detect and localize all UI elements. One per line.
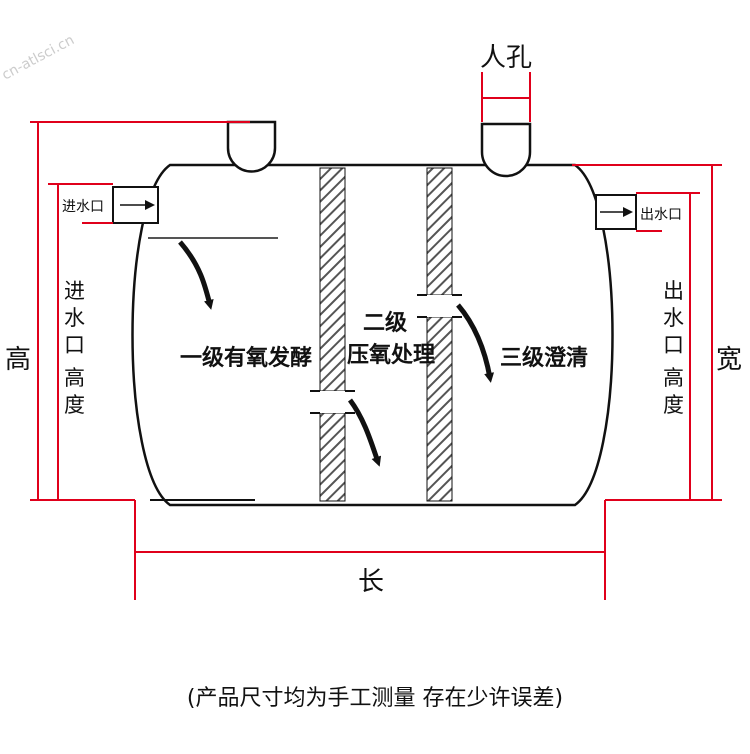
svg-text:进: 进 [64,279,85,303]
svg-text:水: 水 [64,306,85,330]
svg-text:度: 度 [64,393,85,417]
svg-text:口: 口 [64,333,85,357]
partition-wall-1 [310,167,355,502]
stage2-label-line2: 压氧处理 [347,342,435,368]
flow-arrow-2 [347,398,382,467]
length-label: 长 [358,567,384,597]
height-label: 高 [5,345,31,375]
outlet-height-label: 出 水 口 高 度 [663,279,684,417]
tank-outline [131,163,614,507]
dimension-lines [30,72,722,600]
svg-text:水: 水 [663,306,684,330]
partition-wall-2 [417,167,462,502]
svg-text:出: 出 [663,279,684,303]
stage1-label: 一级有氧发酵 [180,345,312,371]
outlet-label: 出水口 [640,207,682,223]
watermark: cn-atlsci.cn [0,32,77,83]
flow-arrow-1 [178,240,214,310]
manhole-left [226,120,277,173]
manhole-label: 人孔 [480,43,532,73]
width-label: 宽 [716,345,742,375]
inlet-label: 进水口 [62,199,104,215]
stage2-label-line1: 二级 [363,310,407,336]
stage3-label: 三级澄清 [500,345,588,371]
svg-text:高: 高 [663,366,684,390]
svg-text:度: 度 [663,393,684,417]
flow-arrow-3 [456,303,495,383]
svg-text:高: 高 [64,366,85,390]
manhole-right [480,122,532,178]
svg-text:口: 口 [663,333,684,357]
caption: (产品尺寸均为手工测量 存在少许误差) [187,686,563,711]
inlet-height-label: 进 水 口 高 度 [64,279,85,417]
